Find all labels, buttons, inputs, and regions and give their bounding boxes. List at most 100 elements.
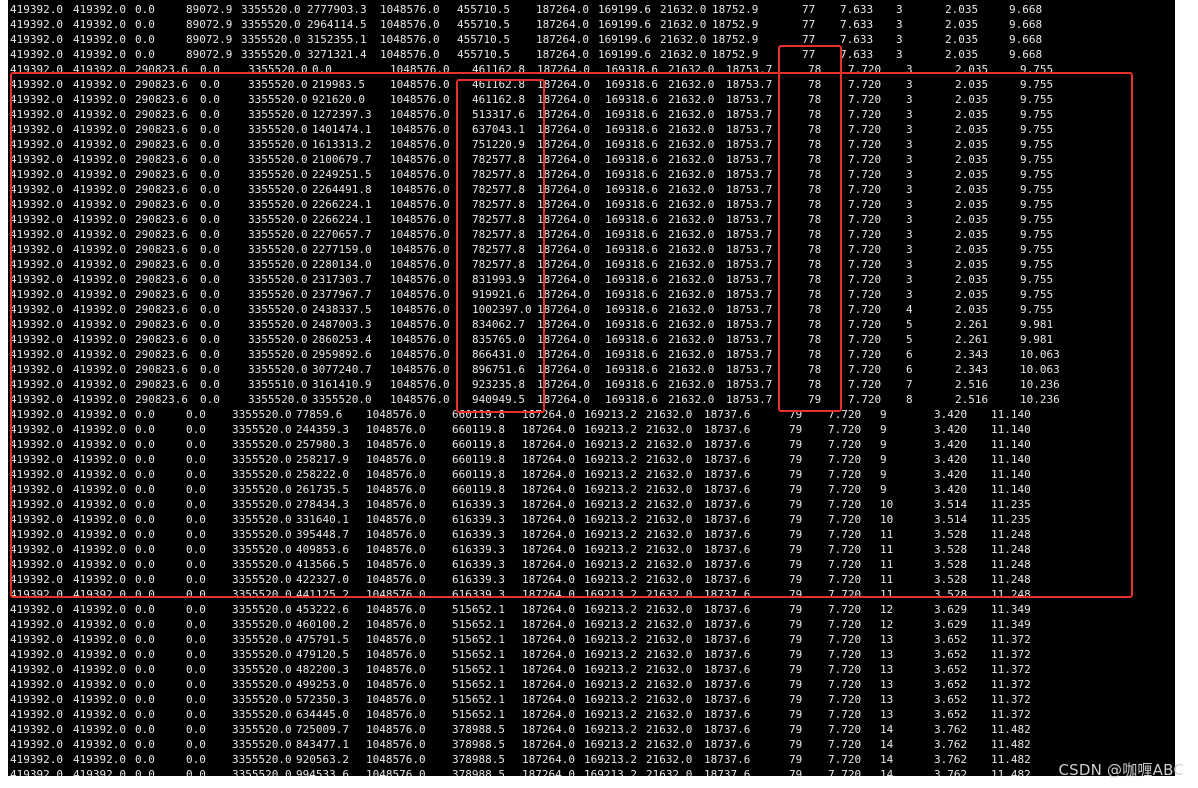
value-cell: 0.0 [135,48,155,61]
value-cell: 940949.5 [472,393,525,406]
value-cell: 21632.0 [646,753,693,766]
value-cell: 187264.0 [522,483,575,496]
value-cell: 3355520.0 [248,348,308,361]
value-cell: 395448.7 [296,528,349,541]
value-cell: 290823.6 [135,273,188,286]
value-cell: 921620.0 [312,93,365,106]
value-cell: 169213.2 [584,483,637,496]
value-cell: 21632.0 [668,138,715,151]
value-cell: 3355520.0 [312,393,372,406]
value-cell: 0.0 [186,603,206,616]
value-cell: 3.528 [934,558,968,571]
value-cell: 572350.3 [296,693,349,706]
value-cell: 835765.0 [472,333,525,346]
value-cell: 3.528 [934,573,968,586]
value-cell: 3355520.0 [248,108,308,121]
value-cell: 1401474.1 [312,123,372,136]
value-cell: 7.720 [828,573,862,586]
value-cell: 3355520.0 [232,573,292,586]
value-cell: 7.633 [840,3,874,16]
value-cell: 79 [789,438,803,451]
value-cell: 419392.0 [10,303,63,316]
value-cell: 3.762 [934,723,968,736]
value-cell: 2.035 [955,93,989,106]
value-cell: 419392.0 [10,3,63,16]
value-cell: 78 [808,213,822,226]
value-cell: 1048576.0 [390,363,450,376]
value-cell: 1048576.0 [390,333,450,346]
value-cell: 169213.2 [584,528,637,541]
value-cell: 21632.0 [646,678,693,691]
value-cell: 187264.0 [522,708,575,721]
value-cell: 7.720 [828,423,862,436]
value-cell: 0.0 [200,288,220,301]
value-cell: 2.035 [945,48,979,61]
value-cell: 0.0 [135,3,155,16]
value-cell: 21632.0 [668,363,715,376]
value-cell: 18737.6 [704,438,751,451]
value-cell: 5 [906,333,913,346]
value-cell: 616339.3 [452,543,505,556]
value-cell: 419392.0 [73,648,126,661]
value-cell: 419392.0 [10,378,63,391]
value-cell: 419392.0 [73,423,126,436]
value-cell: 169213.2 [584,423,637,436]
value-cell: 21632.0 [668,183,715,196]
value-cell: 18752.9 [712,3,759,16]
value-cell: 2777903.3 [307,3,367,16]
value-cell: 499253.0 [296,678,349,691]
value-cell: 419392.0 [73,318,126,331]
value-cell: 290823.6 [135,393,188,406]
value-cell: 78 [808,288,822,301]
value-cell: 0.0 [200,378,220,391]
value-cell: 419392.0 [73,693,126,706]
value-cell: 169213.2 [584,633,637,646]
value-cell: 9.981 [1020,333,1054,346]
value-cell: 0.0 [200,168,220,181]
value-cell: 3 [906,168,913,181]
value-cell: 169318.6 [605,108,658,121]
value-cell: 0.0 [200,63,220,76]
value-cell: 21632.0 [646,558,693,571]
value-cell: 3355520.0 [248,393,308,406]
value-cell: 21632.0 [668,303,715,316]
value-cell: 89072.9 [186,48,233,61]
value-cell: 1048576.0 [390,258,450,271]
value-cell: 0.0 [135,663,155,676]
value-cell: 1048576.0 [390,123,450,136]
value-cell: 7.720 [848,348,882,361]
value-cell: 2.035 [955,153,989,166]
value-cell: 79 [789,513,803,526]
value-cell: 3161410.9 [312,378,372,391]
value-cell: 616339.3 [452,498,505,511]
value-cell: 3.652 [934,693,968,706]
value-cell: 9.755 [1020,228,1054,241]
value-cell: 7.720 [828,588,862,601]
value-cell: 419392.0 [73,588,126,601]
value-cell: 0.0 [186,723,206,736]
value-cell: 290823.6 [135,318,188,331]
value-cell: 3 [906,153,913,166]
value-cell: 78 [808,78,822,91]
value-cell: 419392.0 [10,393,63,406]
value-cell: 0.0 [135,498,155,511]
value-cell: 1048576.0 [366,543,426,556]
value-cell: 21632.0 [660,33,707,46]
value-cell: 169213.2 [584,753,637,766]
value-cell: 13 [880,648,894,661]
value-cell: 419392.0 [10,198,63,211]
value-cell: 7.720 [828,603,862,616]
value-cell: 7.720 [828,483,862,496]
value-cell: 3355520.0 [232,423,292,436]
value-cell: 1048576.0 [380,48,440,61]
value-cell: 18737.6 [704,768,751,776]
value-cell: 290823.6 [135,378,188,391]
value-cell: 79 [789,468,803,481]
value-cell: 0.0 [135,603,155,616]
value-cell: 11.235 [991,498,1031,511]
value-cell: 18753.7 [726,348,773,361]
value-cell: 169318.6 [605,288,658,301]
value-cell: 7.720 [828,543,862,556]
value-cell: 660119.8 [452,423,505,436]
value-cell: 3.514 [934,513,968,526]
